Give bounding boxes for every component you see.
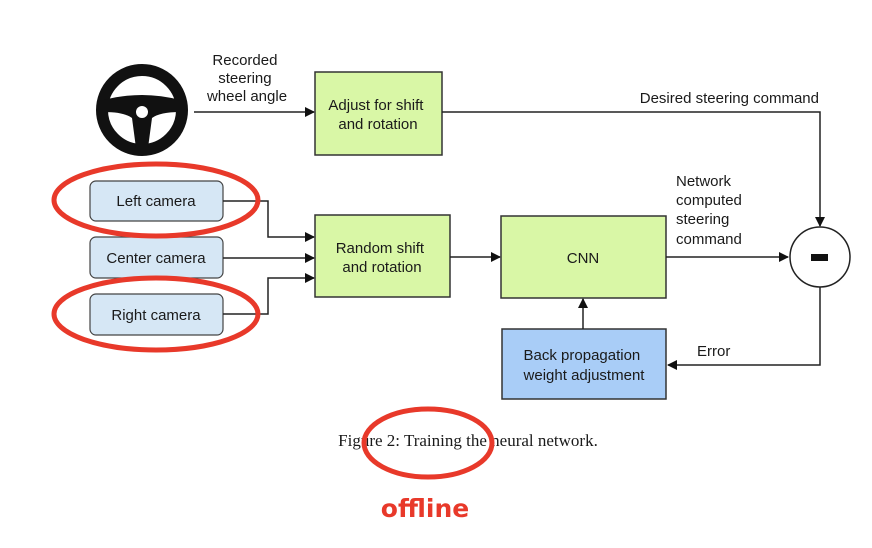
node-adjust: Adjust for shift and rotation (314, 71, 443, 156)
edge-left-to-random (223, 200, 315, 242)
svg-text:Right camera: Right camera (111, 307, 201, 324)
node-backprop: Back propagation weight adjustment (501, 328, 667, 400)
edge-label-error: Error (697, 343, 730, 360)
svg-text:CNN: CNN (567, 250, 600, 267)
node-center-camera: Center camera (89, 236, 224, 279)
svg-text:Left camera: Left camera (116, 193, 196, 210)
steering-input-label: Recorded steering wheel angle (206, 52, 287, 105)
figure-caption: Figure 2: Training the neural network. (338, 431, 598, 450)
node-right-camera: Right camera (89, 293, 224, 336)
edge-adjust-to-subtract (442, 111, 825, 227)
node-random: Random shift and rotation (314, 214, 451, 298)
highlight-left-camera (51, 161, 261, 239)
offline-annotation: offline (381, 494, 469, 523)
svg-text:Random shift and rotatio: Random shift and rotation (336, 240, 429, 276)
steering-wheel-icon (96, 64, 188, 156)
node-subtract (789, 226, 851, 288)
node-cnn: CNN (500, 215, 667, 299)
edge-label-network-computed: Network computed steering command (676, 173, 746, 248)
edge-subtract-to-backprop (667, 287, 821, 370)
edge-right-to-random (223, 273, 315, 315)
minus-icon (811, 254, 828, 261)
node-left-camera: Left camera (89, 180, 224, 222)
highlight-right-camera (51, 275, 261, 353)
svg-text:Back propagation weight: Back propagation weight adjustment (523, 347, 646, 384)
svg-text:Center camera: Center camera (106, 250, 206, 267)
edge-label-desired: Desired steering command (640, 90, 819, 107)
highlight-caption (361, 406, 495, 480)
svg-text:Adjust for shift and rot: Adjust for shift and rotation (328, 97, 427, 133)
